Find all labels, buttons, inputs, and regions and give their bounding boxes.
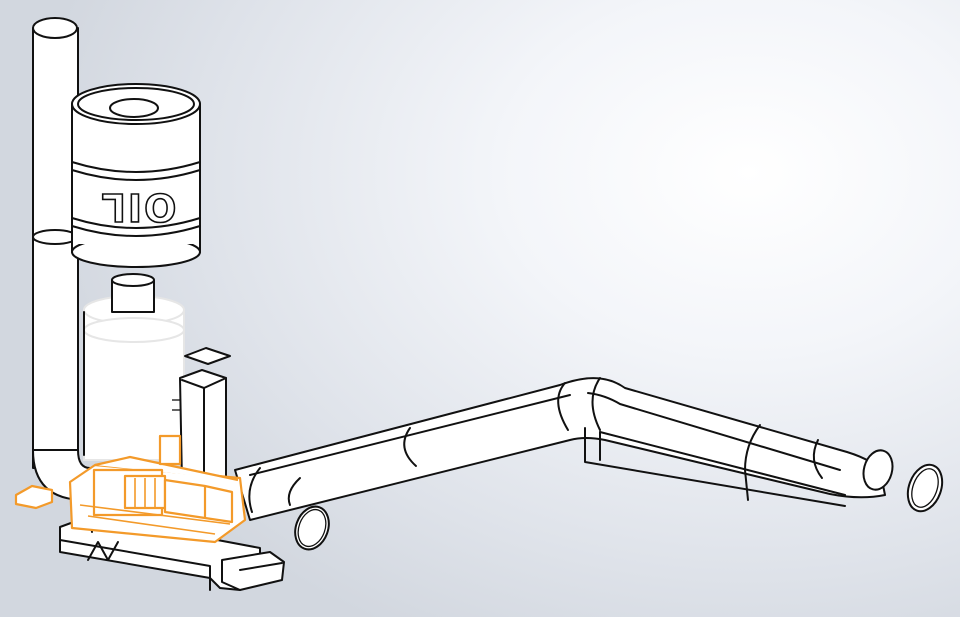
drum-label: OIL bbox=[100, 185, 177, 229]
logo-icon bbox=[87, 541, 119, 561]
pipe-end-left[interactable] bbox=[289, 502, 334, 554]
orange-bracket[interactable] bbox=[14, 484, 54, 510]
oil-drum[interactable]: OIL bbox=[71, 83, 201, 268]
pipe-end-flange[interactable] bbox=[902, 460, 948, 516]
square-duct[interactable] bbox=[172, 347, 231, 483]
base-skid[interactable] bbox=[59, 515, 285, 591]
engine-block-selected[interactable] bbox=[14, 434, 247, 544]
pipe-end-right[interactable] bbox=[859, 447, 896, 493]
filter-canister[interactable] bbox=[83, 273, 185, 461]
exhaust-pipe-run[interactable] bbox=[234, 377, 886, 521]
exhaust-stack[interactable] bbox=[32, 17, 111, 501]
